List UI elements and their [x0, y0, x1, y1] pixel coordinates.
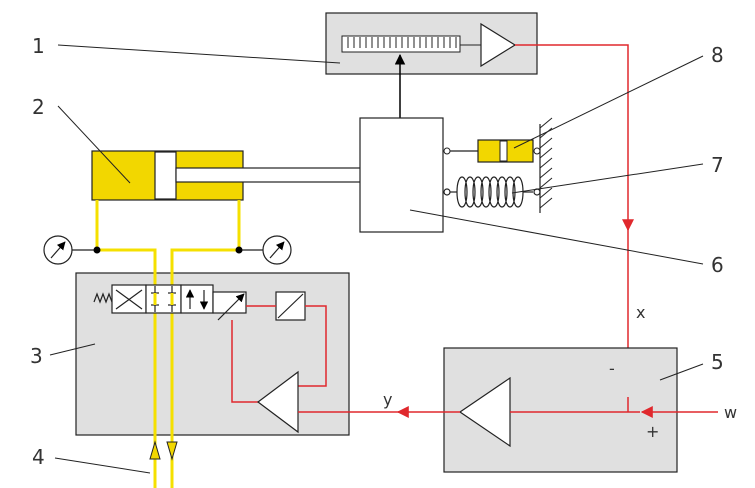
pressure-gauge-left — [43, 235, 73, 265]
signal-y-label: y — [383, 390, 392, 409]
pressure-gauge-right — [262, 235, 292, 265]
valve-amplifier — [257, 370, 299, 434]
leader-lines — [49, 44, 704, 474]
signal-x-label: x — [636, 303, 645, 322]
valve-control-loop — [231, 305, 327, 403]
label-2: 2 — [32, 95, 45, 119]
label-5: 5 — [711, 350, 724, 374]
control-signal-lines — [298, 397, 718, 418]
piston-rod — [175, 167, 362, 183]
signal-w-label: w — [724, 403, 737, 422]
label-8: 8 — [711, 43, 724, 67]
label-4: 4 — [32, 445, 45, 469]
supply-ports — [149, 440, 178, 461]
hydraulic-cylinder — [91, 150, 362, 201]
measuring-system — [325, 12, 538, 75]
spring — [443, 176, 541, 208]
label-3: 3 — [30, 344, 43, 368]
scale-ticks — [347, 37, 457, 48]
feedback-signal-line — [515, 44, 634, 387]
piston — [154, 151, 177, 200]
minus-sign: - — [609, 359, 615, 378]
load-mass — [359, 117, 444, 233]
valve-inner-lines — [153, 293, 174, 305]
label-1: 1 — [32, 34, 45, 58]
fixed-wall — [539, 117, 553, 213]
label-6: 6 — [711, 253, 724, 277]
damper — [443, 139, 541, 163]
plus-sign: + — [646, 422, 659, 441]
label-7: 7 — [711, 153, 724, 177]
valve-spool — [93, 284, 247, 321]
